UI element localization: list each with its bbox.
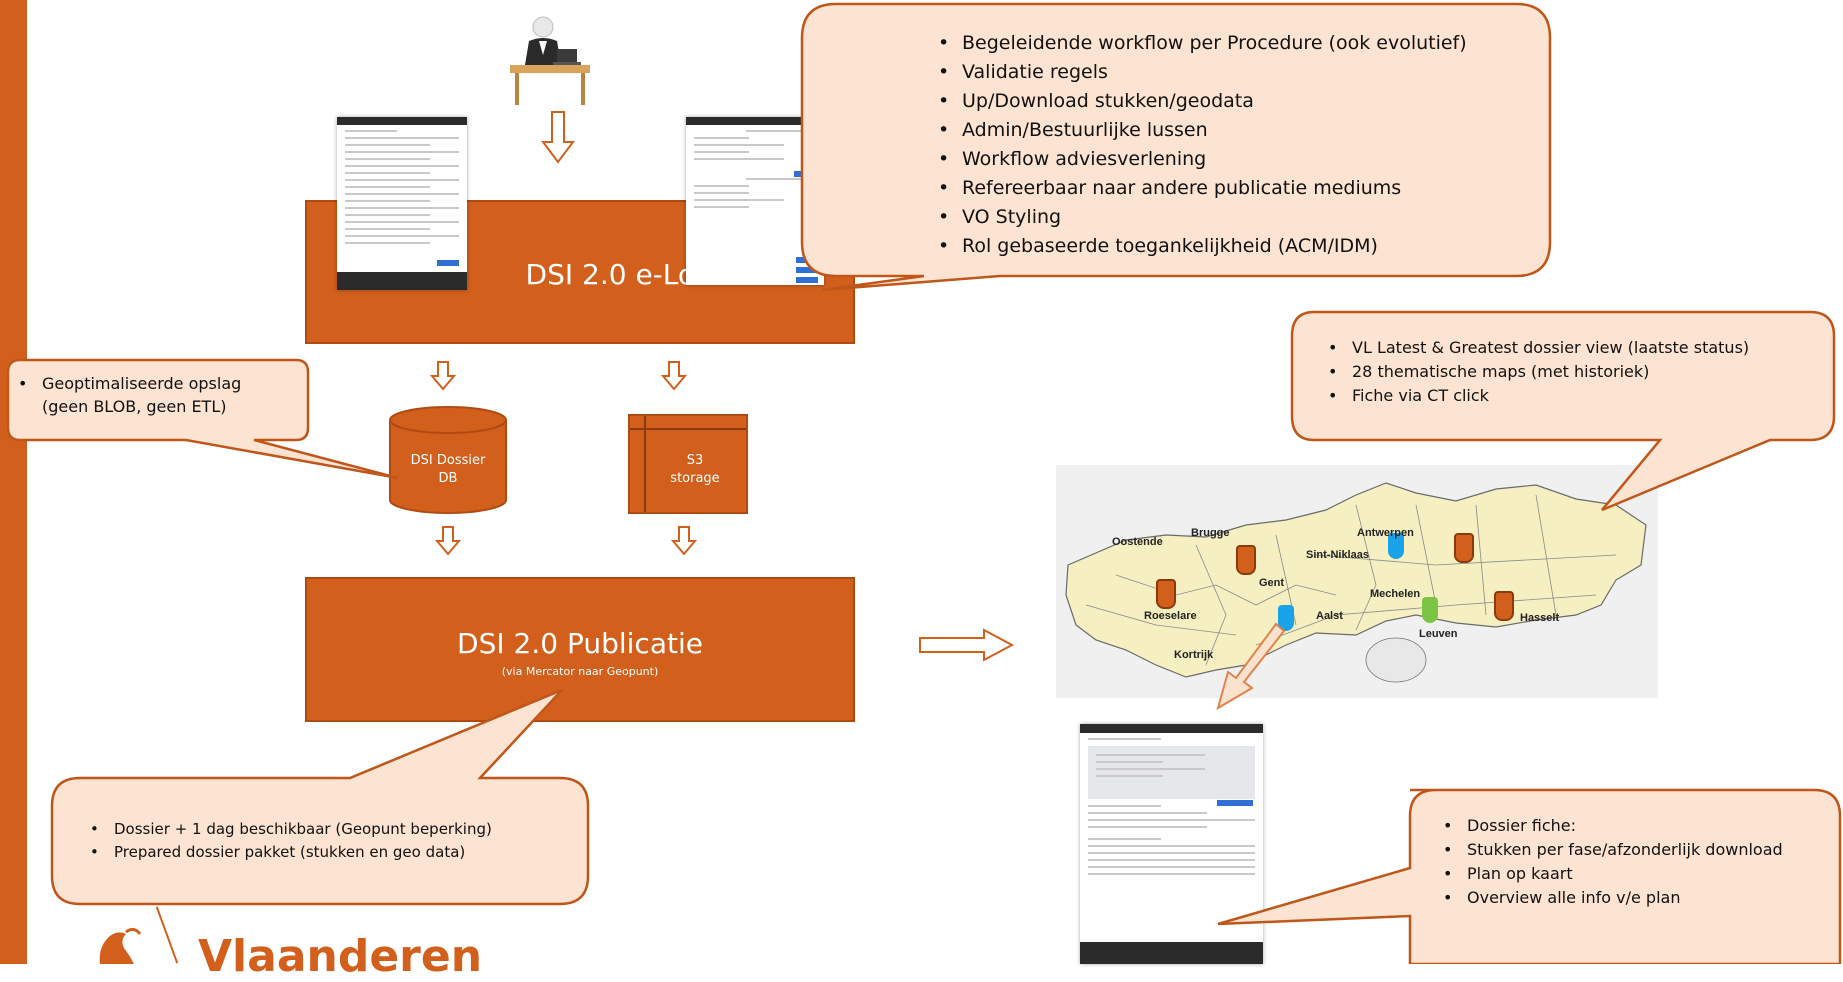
left-accent-band: [0, 0, 27, 964]
arrow-down-icon: [430, 361, 456, 391]
map-pin-icon: [1454, 533, 1474, 563]
map-city-label: Aalst: [1316, 610, 1343, 622]
map-city-label: Hasselt: [1520, 612, 1560, 624]
arrow-down-icon: [661, 361, 687, 391]
list-item: Validatie regels: [928, 58, 1467, 87]
map-city-label: Leuven: [1419, 628, 1458, 640]
callout-map-list: VL Latest & Greatest dossier view (laats…: [1318, 336, 1749, 408]
list-item: VO Styling: [928, 203, 1467, 232]
callout-eloket-list: Begeleidende workflow per Procedure (ook…: [928, 29, 1467, 261]
map-city-label: Brugge: [1191, 527, 1230, 539]
arrow-down-icon: [541, 111, 575, 164]
logo-divider: [155, 906, 179, 964]
eloket-list-screenshot: [337, 117, 467, 290]
map-city-label: Mechelen: [1370, 588, 1421, 600]
database-cylinder: [389, 406, 507, 514]
list-item: Workflow adviesverlening: [928, 145, 1467, 174]
list-item: Rol gebaseerde toegankelijkheid (ACM/IDM…: [928, 232, 1467, 261]
arrow-right-icon: [919, 628, 1015, 662]
map-city-label: Sint-Niklaas: [1306, 549, 1369, 561]
list-item: Stukken per fase/afzonderlijk download: [1433, 838, 1783, 862]
arrow-down-icon: [435, 526, 461, 556]
callout-storage-list: Geoptimaliseerde opslag (geen BLOB, geen…: [8, 372, 278, 418]
list-item: Overview alle info v/e plan: [1433, 886, 1783, 910]
list-item: Geoptimaliseerde opslag (geen BLOB, geen…: [8, 372, 278, 418]
list-item: Up/Download stukken/geodata: [928, 87, 1467, 116]
dossier-fiche-screenshot: [1080, 724, 1263, 964]
callout-publicatie-shape: [50, 688, 590, 906]
person-at-desk-icon: [510, 16, 590, 105]
map-city-label: Roeselare: [1144, 610, 1197, 622]
list-item: VL Latest & Greatest dossier view (laats…: [1318, 336, 1749, 360]
map-city-label: Kortrijk: [1174, 649, 1214, 661]
vlaanderen-logo-text: Vlaanderen: [198, 931, 483, 982]
s3-storage-box: [628, 414, 748, 514]
s3-label: S3 storage: [670, 453, 720, 486]
publicatie-title: DSI 2.0 Publicatie: [457, 627, 703, 660]
list-item: Prepared dossier pakket (stukken en geo …: [80, 841, 492, 864]
list-item: Refereerbaar naar andere publicatie medi…: [928, 174, 1467, 203]
list-item: 28 thematische maps (met historiek): [1318, 360, 1749, 384]
map-pin-icon: [1278, 605, 1294, 631]
list-item: Dossier + 1 dag beschikbaar (Geopunt bep…: [80, 818, 492, 841]
map-pin-icon: [1236, 545, 1256, 575]
map-city-label: Oostende: [1112, 536, 1163, 548]
callout-publicatie-list: Dossier + 1 dag beschikbaar (Geopunt bep…: [80, 818, 492, 864]
publicatie-box: DSI 2.0 Publicatie (via Mercator naar Ge…: [305, 577, 855, 722]
map-pin-icon: [1422, 597, 1438, 623]
map-city-label: Gent: [1259, 577, 1285, 589]
dossier-db-label: DSI Dossier DB: [410, 453, 486, 486]
publicatie-subtitle: (via Mercator naar Geopunt): [501, 665, 659, 678]
list-item: Admin/Bestuurlijke lussen: [928, 116, 1467, 145]
list-item: Begeleidende workflow per Procedure (ook…: [928, 29, 1467, 58]
list-item: Plan op kaart: [1433, 862, 1783, 886]
list-item: Fiche via CT click: [1318, 384, 1749, 408]
map-pin-icon: [1494, 591, 1514, 621]
flanders-map: Oostende Brugge Gent Sint-Niklaas Antwer…: [1056, 465, 1658, 698]
map-pin-icon: [1156, 579, 1176, 609]
list-item: Dossier fiche:: [1433, 814, 1783, 838]
vlaanderen-lion-logo-icon: [99, 927, 142, 964]
flanders-map-shape: [1065, 482, 1647, 683]
arrow-down-icon: [671, 526, 697, 556]
map-city-label: Antwerpen: [1357, 527, 1414, 539]
callout-fiche-list: Dossier fiche: Stukken per fase/afzonder…: [1433, 814, 1783, 910]
arrow-diagonal-icon: [1216, 622, 1286, 711]
map-pin-icon: [1388, 533, 1404, 559]
